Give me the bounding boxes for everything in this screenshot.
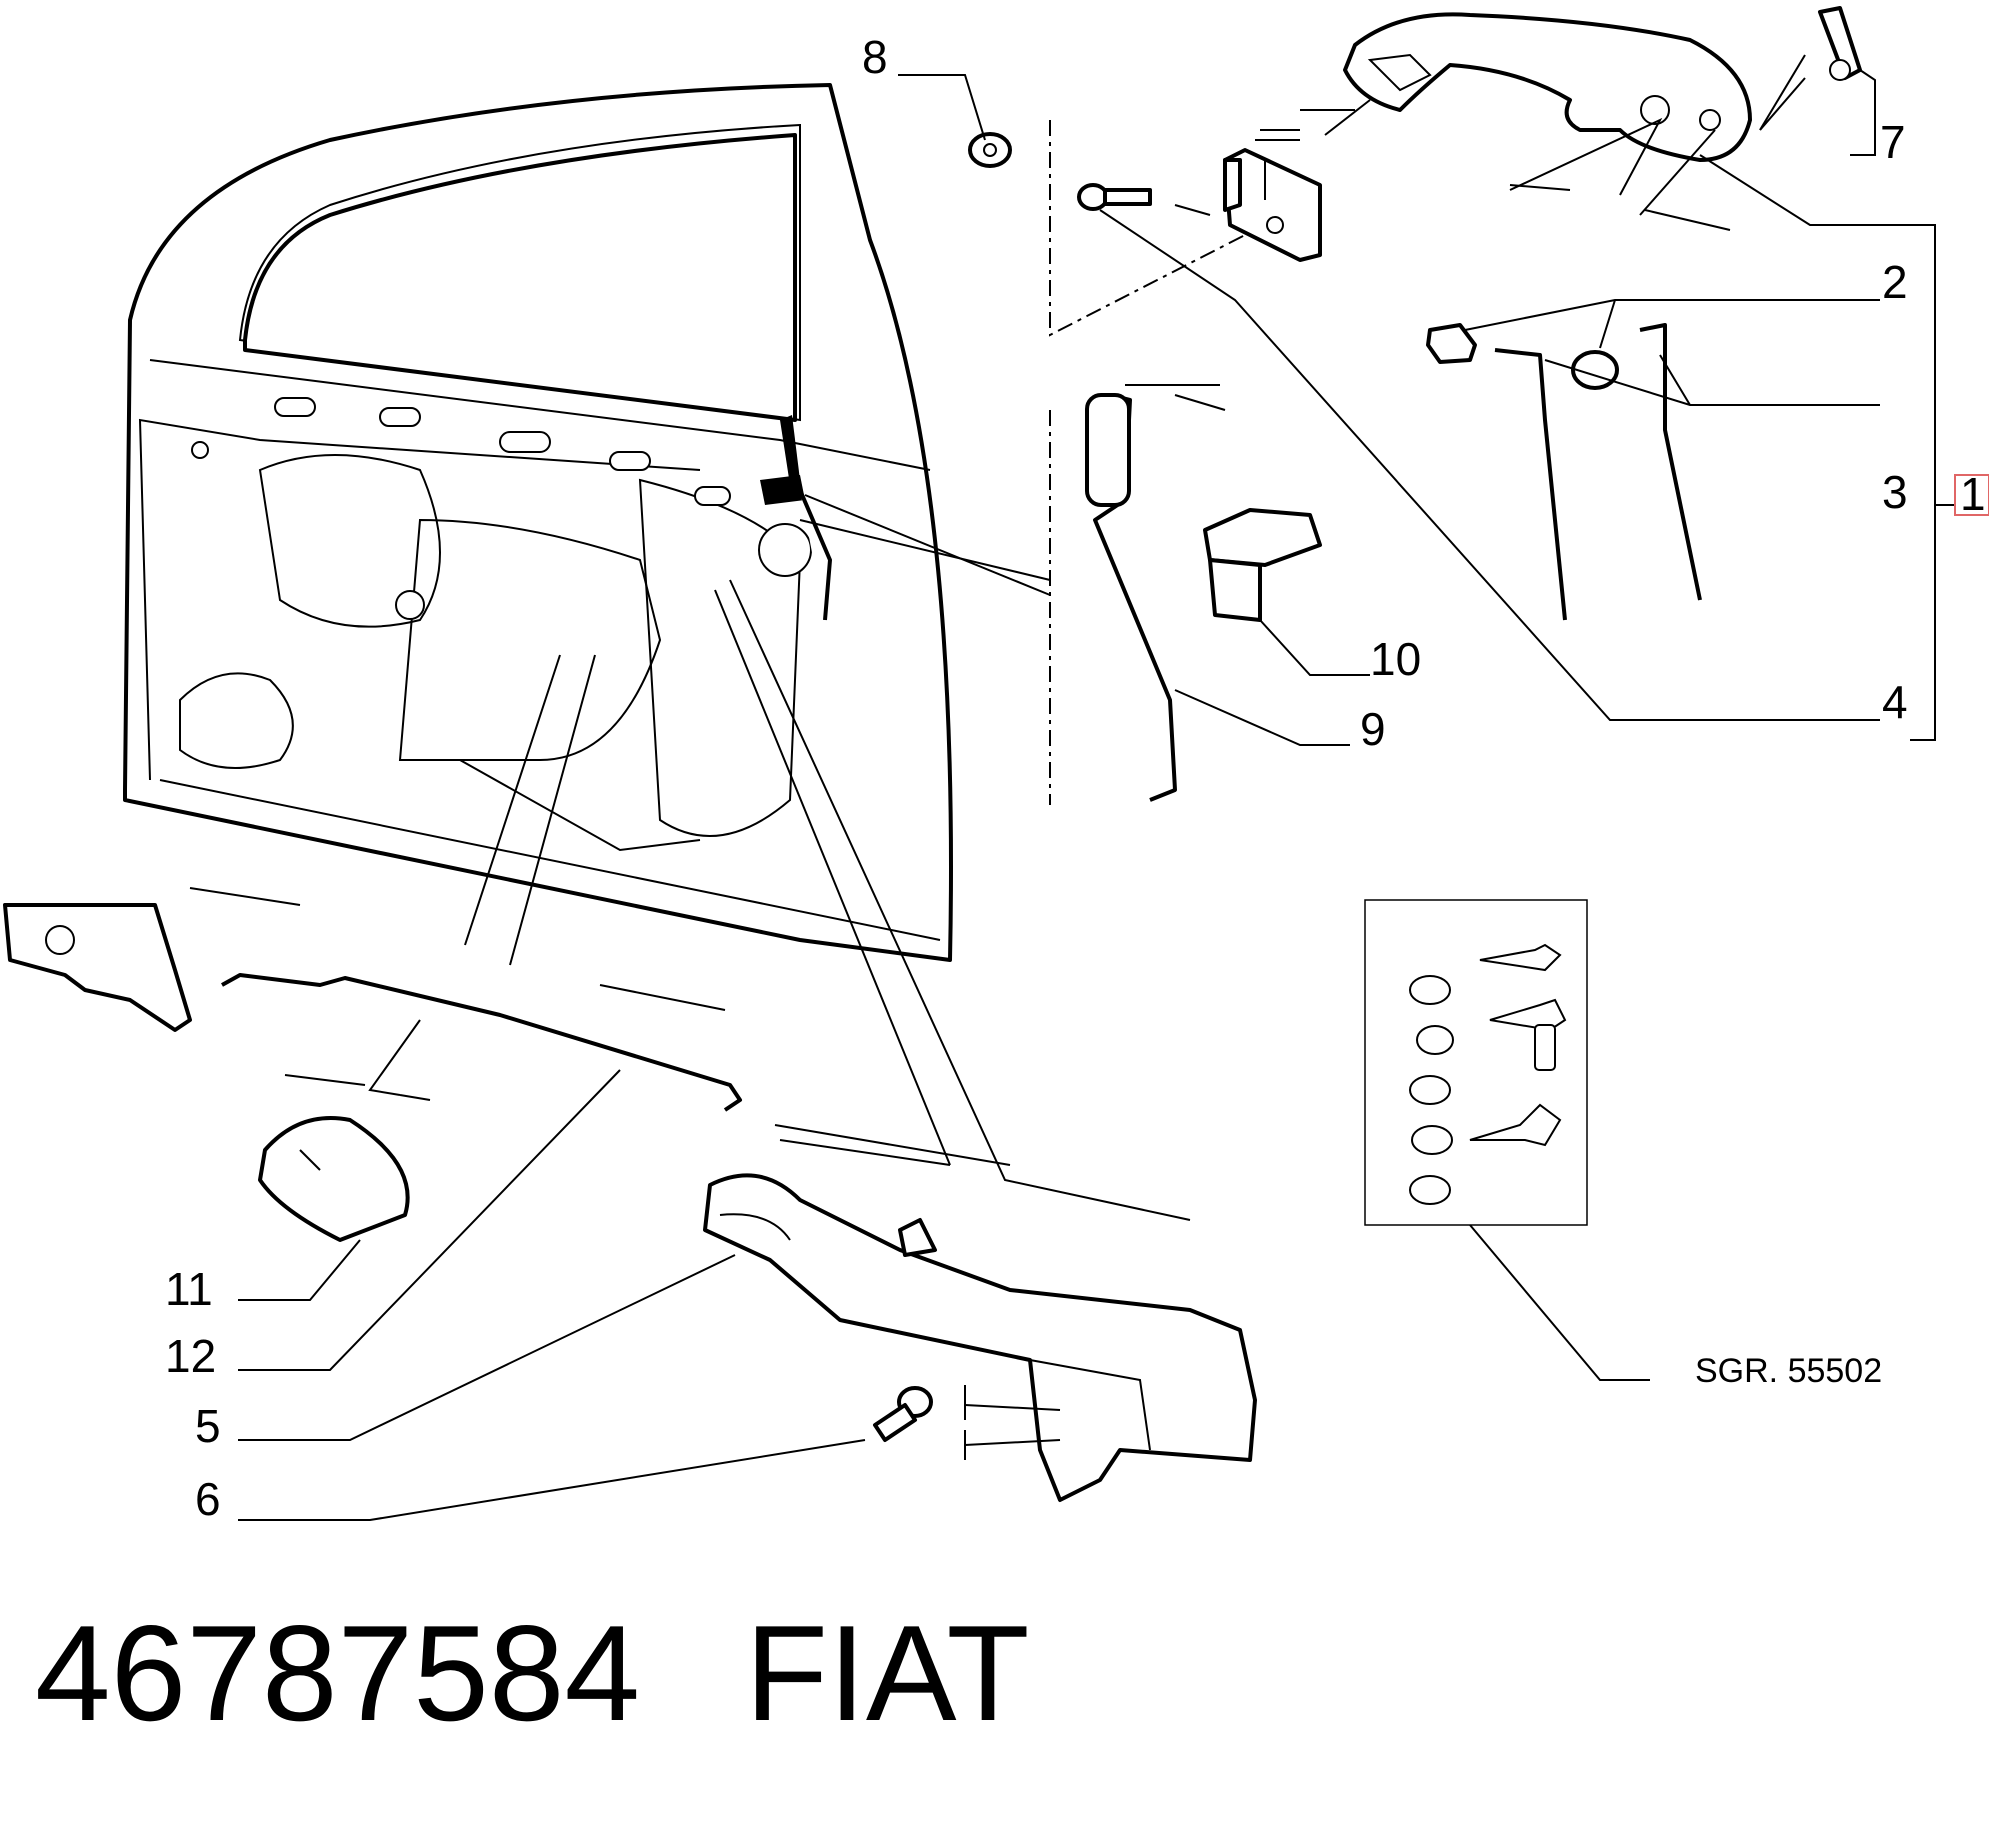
callout-6: 6 [195,1473,221,1525]
part-10-clip [1203,508,1322,622]
callout-10: 10 [1370,633,1421,685]
callout-11: 11 [165,1263,213,1315]
part-7-bolt [1818,6,1862,81]
part-8-nut [968,132,1012,168]
part-12-rod [221,973,742,1112]
callout-9: 9 [1360,703,1386,755]
callout-labels: 1 2 3 4 5 6 7 8 9 10 11 12 [165,31,1986,1525]
keys-icon [1469,943,1567,1147]
part-5-handle-housing [703,1173,1257,1502]
sgr-reference: SGR. 55502 [1695,1352,1882,1390]
callout-5: 5 [195,1400,221,1452]
callout-7: 7 [1880,116,1906,168]
door-latch [3,903,192,1032]
callout-12: 12 [165,1330,216,1382]
callout-8: 8 [862,31,888,83]
part-11-lock-bracket [258,1116,410,1242]
exterior-door-handle [1343,12,1752,162]
leader-lines [189,54,1955,1521]
brand-name: FIAT [745,1597,1030,1749]
door-frame [123,83,953,962]
lock-cylinders [1409,975,1454,1205]
part-9-rod [1085,393,1177,802]
callout-1: 1 [1960,468,1986,520]
callout-1-highlight [1954,474,1989,516]
handle-screw [1077,183,1152,211]
part-number: 46787584 [35,1597,640,1749]
handle-bracket [1223,148,1322,262]
callout-4: 4 [1882,676,1908,728]
callout-2: 2 [1882,256,1908,308]
part-6-screw [873,1386,933,1442]
callout-3: 3 [1882,466,1908,518]
lock-set-box [1364,899,1588,1226]
